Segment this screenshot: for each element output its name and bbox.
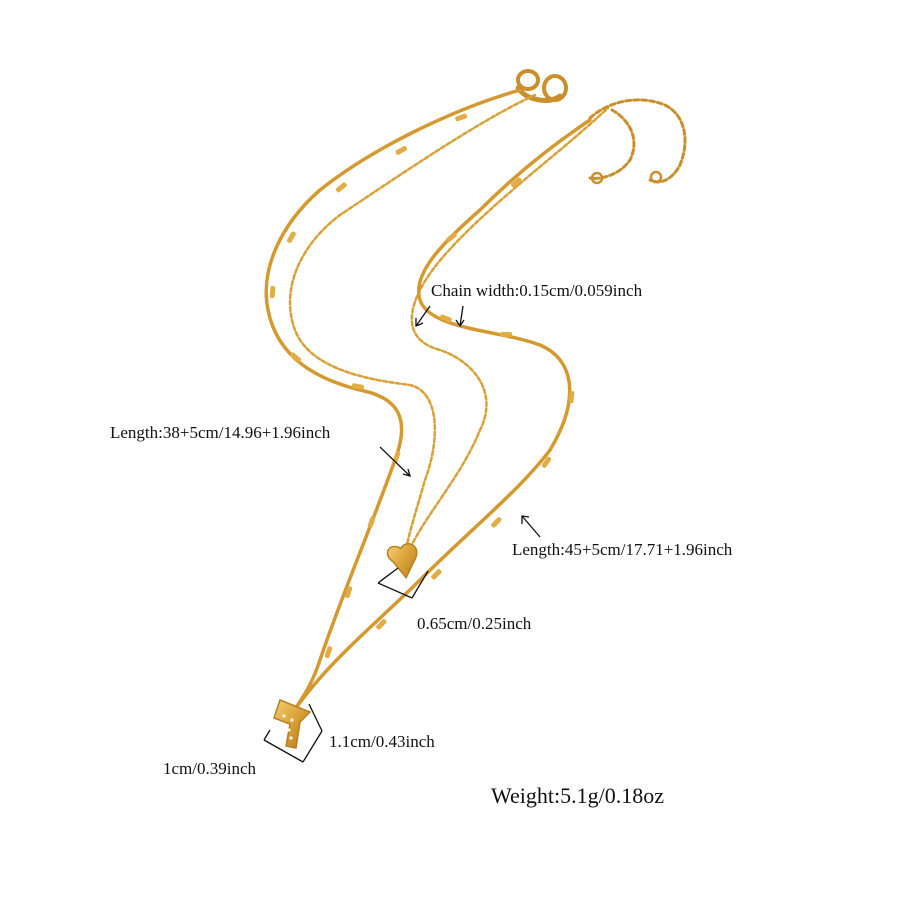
annotation-arrows	[263, 305, 541, 763]
chain-width-label: Chain width:0.15cm/0.059inch	[431, 281, 643, 300]
pendant-width-label: 1cm/0.39inch	[163, 759, 257, 778]
letter-pendant	[273, 699, 312, 749]
short-chain-length-label: Length:38+5cm/14.96+1.96inch	[110, 423, 331, 442]
long-chain-length-label: Length:45+5cm/17.71+1.96inch	[512, 540, 733, 559]
long-chain	[264, 88, 522, 710]
satellite-bars	[269, 113, 575, 659]
weight-label: Weight:5.1g/0.18oz	[491, 783, 664, 808]
short-chain-return	[403, 106, 610, 562]
lobster-clasp	[515, 69, 568, 103]
long-chain-return	[294, 118, 592, 710]
heart-size-label: 0.65cm/0.25inch	[417, 614, 532, 633]
pendant-height-label: 1.1cm/0.43inch	[329, 732, 435, 751]
heart-pendant	[386, 543, 418, 580]
short-chain	[288, 93, 537, 562]
